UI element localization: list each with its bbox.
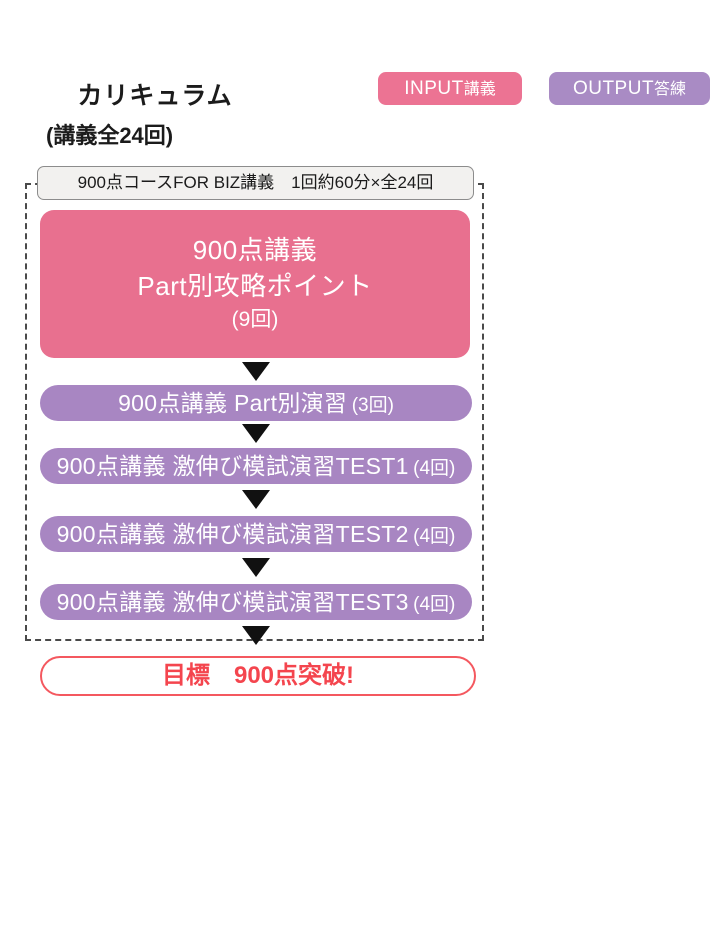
flow-arrow-down-icon <box>242 558 270 577</box>
output-practice-count: (3回) <box>351 395 394 416</box>
output-practice-title: 900点講義 激伸び模試演習TEST1 <box>56 453 409 479</box>
input-lecture-block: 900点講義 Part別攻略ポイント (9回) <box>40 210 470 358</box>
output-practice-count: (4回) <box>413 594 456 615</box>
legend-output-latin: OUTPUT <box>572 78 655 99</box>
page-subtitle: (講義全24回) <box>46 123 174 148</box>
legend-input-jp: 講義 <box>463 81 496 98</box>
flow-arrow-down-icon <box>242 490 270 509</box>
output-practice-title: 900点講義 激伸び模試演習TEST3 <box>56 589 409 615</box>
output-practice-item: 900点講義 激伸び模試演習TEST3 (4回) <box>40 584 472 620</box>
goal-banner: 目標 900点突破! <box>40 656 476 696</box>
legend-output-jp: 答練 <box>654 81 687 98</box>
output-practice-count: (4回) <box>413 526 456 547</box>
legend-input-latin: INPUT <box>404 78 464 99</box>
output-practice-title: 900点講義 激伸び模試演習TEST2 <box>56 521 409 547</box>
flow-arrow-down-icon <box>242 424 270 443</box>
output-practice-item: 900点講義 激伸び模試演習TEST2 (4回) <box>40 516 472 552</box>
legend-badge-output: OUTPUT答練 <box>549 72 710 105</box>
flow-arrow-down-icon <box>242 362 270 381</box>
output-practice-title: 900点講義 Part別演習 <box>118 390 348 416</box>
output-practice-count: (4回) <box>413 458 456 479</box>
input-lecture-line-3: (9回) <box>231 307 279 331</box>
flow-arrow-down-icon <box>242 626 270 645</box>
input-lecture-line-2: Part別攻略ポイント <box>137 270 373 301</box>
legend-badge-input: INPUT講義 <box>378 72 522 105</box>
page-title: カリキュラム <box>77 82 233 110</box>
course-header-box: 900点コースFOR BIZ講義 1回約60分×全24回 <box>37 166 474 200</box>
input-lecture-line-1: 900点講義 <box>192 234 318 265</box>
output-practice-item: 900点講義 Part別演習 (3回) <box>40 385 472 421</box>
output-practice-item: 900点講義 激伸び模試演習TEST1 (4回) <box>40 448 472 484</box>
